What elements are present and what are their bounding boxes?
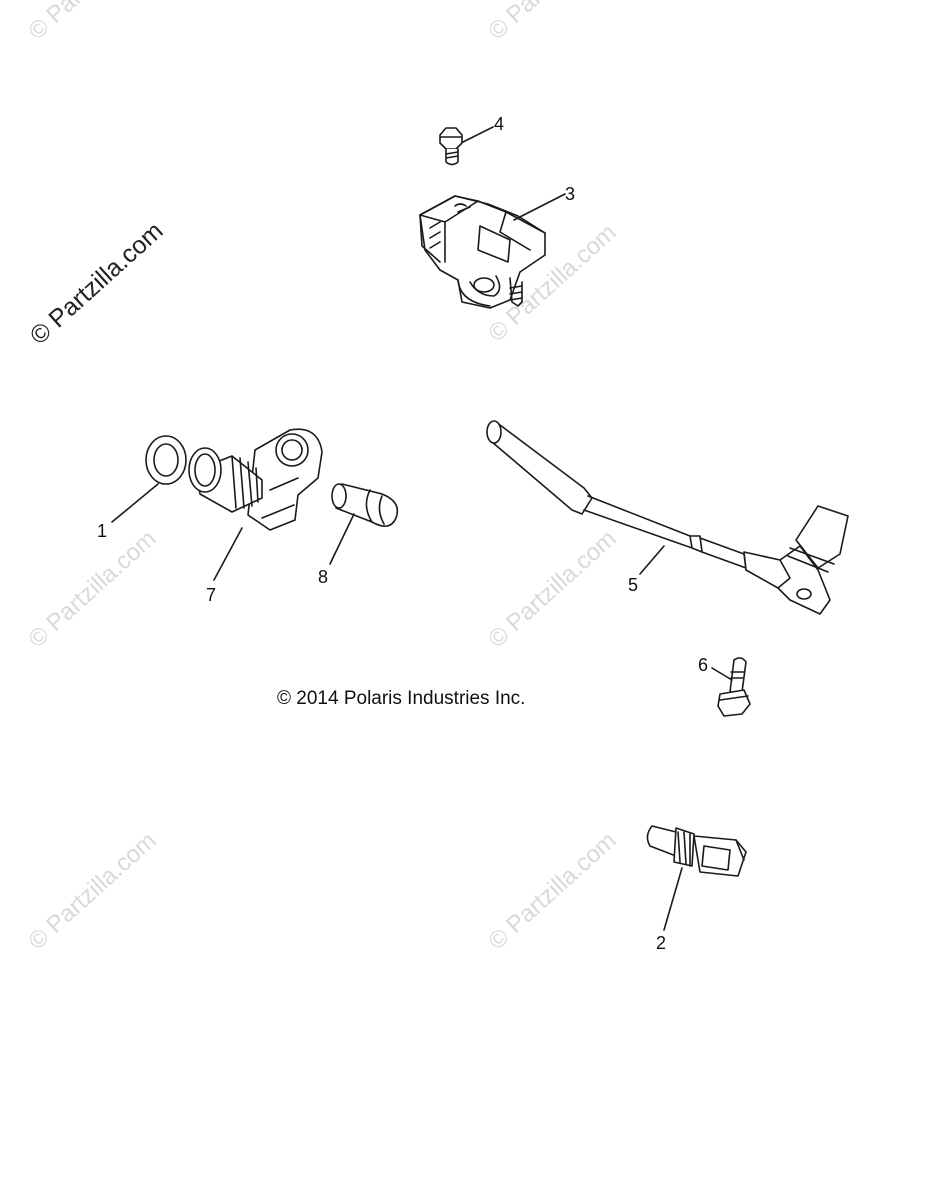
callout-4: 4 — [494, 114, 505, 134]
temperature-sensor-icon — [646, 825, 747, 877]
callout-1: 1 — [97, 521, 108, 541]
bolt-icon — [439, 127, 463, 166]
callout-7: 7 — [206, 585, 217, 605]
map-sensor-icon — [419, 195, 546, 309]
cam-position-sensor-icon — [188, 428, 323, 531]
flange-bolt-icon — [717, 657, 751, 717]
callout-5: 5 — [628, 575, 639, 595]
callout-2: 2 — [656, 933, 667, 953]
speed-sensor-icon — [486, 420, 849, 615]
callout-8: 8 — [318, 567, 329, 587]
callout-3: 3 — [565, 184, 576, 204]
copyright-notice: © 2014 Polaris Industries Inc. — [277, 688, 526, 709]
callout-6: 6 — [698, 655, 709, 675]
bushing-icon — [331, 483, 399, 527]
o-ring-icon — [145, 435, 187, 485]
